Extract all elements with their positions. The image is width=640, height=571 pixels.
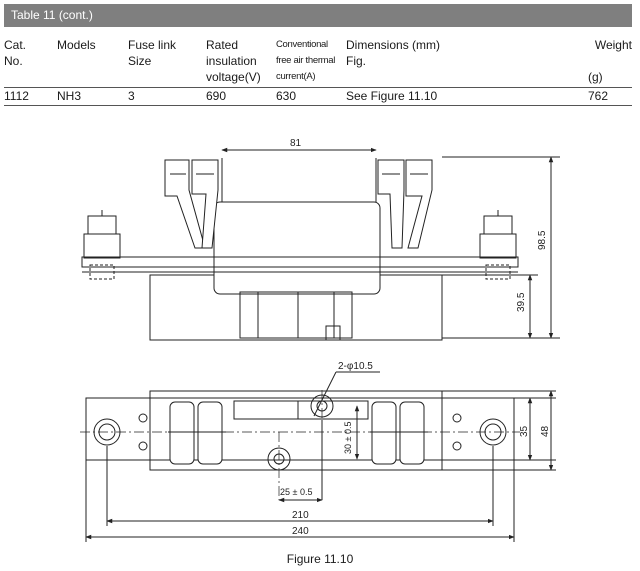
cell-figure-ref: See Figure 11.10 bbox=[346, 87, 578, 106]
header-conventional-current: Conventional free air thermal current(A) bbox=[276, 37, 346, 88]
header-models: Models bbox=[57, 37, 128, 88]
header-rated-insulation-voltage: Rated insulation voltage(V) bbox=[206, 37, 276, 88]
header-dimensions-fig: Dimensions (mm) Fig. bbox=[346, 37, 578, 88]
dim-inner-width: 35 bbox=[519, 425, 530, 437]
dim-base-height: 39.5 bbox=[516, 292, 527, 312]
dim-hole: 2-φ10.5 bbox=[338, 361, 373, 372]
cell-size: 3 bbox=[128, 87, 206, 106]
spec-table: Cat. No. Models Fuse link Size Rated ins… bbox=[4, 37, 632, 106]
dim-inner-length: 210 bbox=[292, 510, 309, 521]
dim-hole-offset-h: 25 ± 0.5 bbox=[280, 487, 312, 497]
cell-cat-no: 1112 bbox=[4, 87, 57, 106]
cell-model: NH3 bbox=[57, 87, 128, 106]
dim-total-width: 48 bbox=[540, 425, 551, 437]
front-view bbox=[81, 147, 560, 341]
table-row: 1112 NH3 3 690 630 See Figure 11.10 762 bbox=[4, 87, 632, 106]
cell-current: 630 bbox=[276, 87, 346, 106]
table-title-bar: Table 11 (cont.) bbox=[4, 4, 632, 27]
dim-hole-offset-v: 30 ± 0.5 bbox=[343, 422, 353, 454]
figure-caption: Figure 11.10 bbox=[286, 552, 354, 566]
header-cat-no: Cat. No. bbox=[4, 37, 57, 88]
cell-weight: 762 bbox=[578, 87, 632, 106]
dim-total-length: 240 bbox=[292, 526, 309, 537]
header-fuse-link-size: Fuse link Size bbox=[128, 37, 206, 88]
cell-voltage: 690 bbox=[206, 87, 276, 106]
table-title: Table 11 (cont.) bbox=[11, 8, 93, 22]
table-header-row: Cat. No. Models Fuse link Size Rated ins… bbox=[4, 37, 632, 88]
technical-drawing: 81 98.5 39.5 2-φ10.5 30 ± 0.5 25 ± 0.5 2… bbox=[80, 138, 560, 542]
top-view bbox=[80, 371, 556, 542]
dim-top-width: 81 bbox=[290, 138, 302, 149]
header-weight: Weight (g) bbox=[578, 37, 632, 88]
dim-total-height: 98.5 bbox=[537, 230, 548, 250]
